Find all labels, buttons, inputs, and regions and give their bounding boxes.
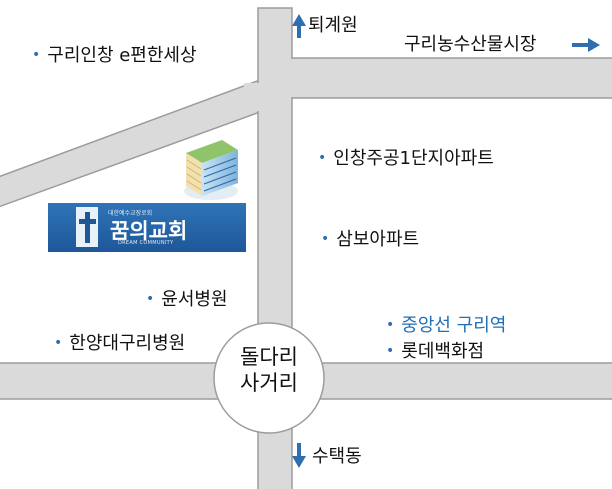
arrow-up-icon — [292, 14, 306, 38]
building-icon — [184, 140, 238, 200]
intersection-label: 돌다리 사거리 — [240, 345, 298, 395]
bullet-icon: • — [146, 291, 155, 307]
bullet-icon: • — [386, 343, 395, 359]
bullet-icon: • — [32, 47, 41, 63]
cross-icon — [76, 207, 98, 247]
landmark-hospital-yoonseo: •윤서병원 — [146, 289, 228, 310]
landmark-hospital-hanyang: •한양대구리병원 — [54, 333, 186, 354]
landmark-apt-incheon: •인창주공1단지아파트 — [318, 148, 494, 169]
church-denomination: 대한예수교장로회 — [108, 210, 153, 217]
church-logo: 대한예수교장로회 꿈의교회 DREAM COMMUNITY — [48, 203, 246, 252]
landmark-apt-sambo: •삼보아파트 — [321, 229, 420, 250]
arrow-down-icon — [292, 443, 306, 468]
arrow-right-icon — [572, 38, 600, 52]
bullet-icon: • — [54, 335, 63, 351]
label-east-market: 구리농수산물시장 — [404, 34, 537, 55]
bullet-icon: • — [321, 231, 330, 247]
landmark-guri-incheon: •구리인창 e편한세상 — [32, 45, 197, 66]
church-subtitle: DREAM COMMUNITY — [118, 240, 174, 246]
bullet-icon: • — [386, 317, 395, 333]
landmark-guri-station: •중앙선 구리역 — [386, 315, 507, 336]
roundabout — [213, 322, 325, 434]
landmark-lotte: •롯데백화점 — [386, 341, 485, 362]
label-south-sutaek: 수택동 — [312, 446, 362, 467]
church-name: 꿈의교회 — [110, 219, 188, 243]
bullet-icon: • — [318, 150, 327, 166]
label-north-toegyewon: 퇴계원 — [308, 15, 358, 36]
road-upper-east — [267, 57, 612, 99]
